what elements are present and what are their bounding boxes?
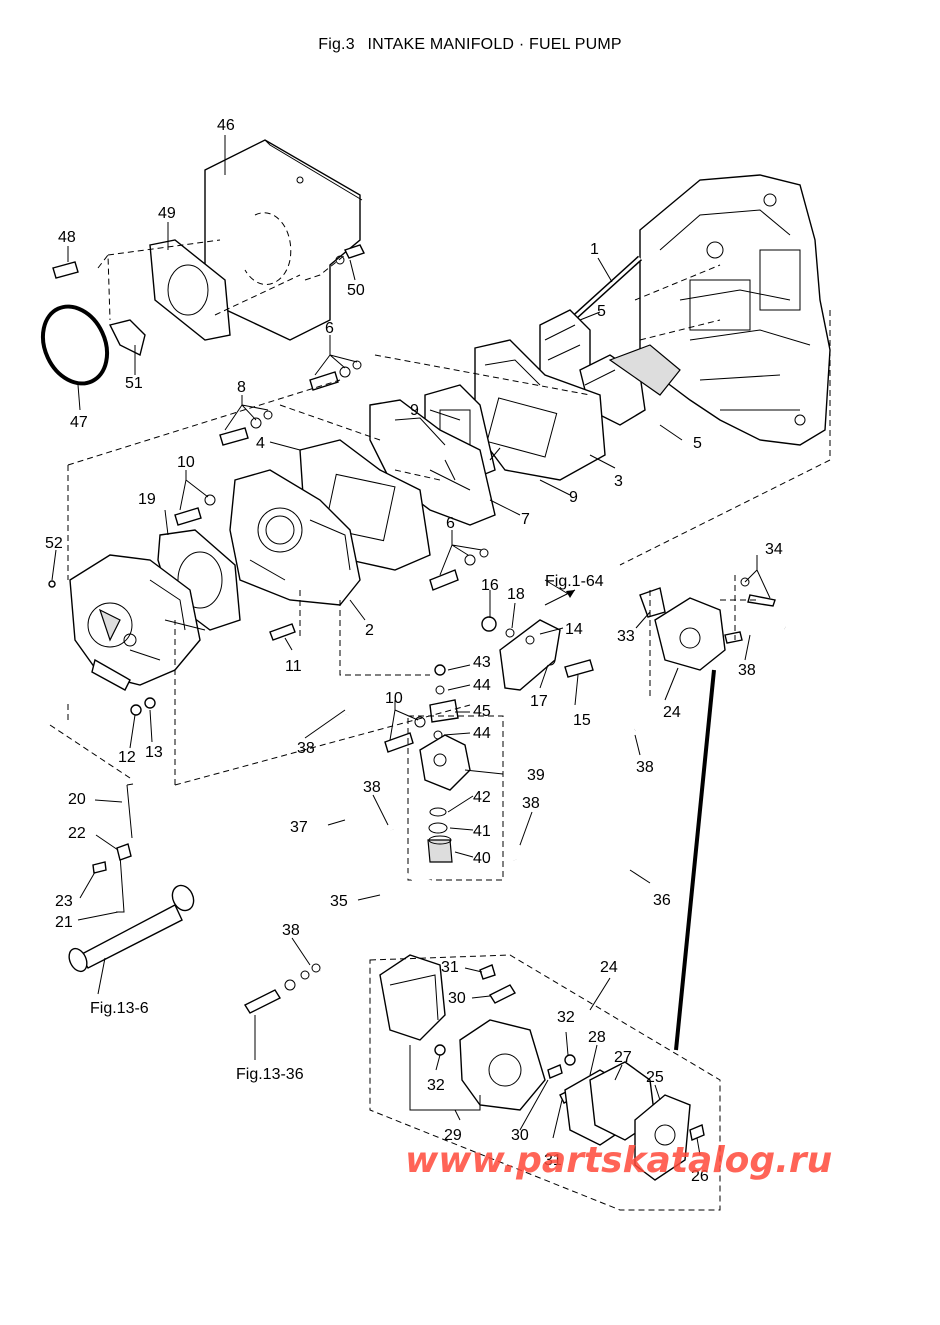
reference-fig-13-36: Fig.13-36 bbox=[236, 1066, 304, 1083]
callout-38-filter-in: 38 bbox=[363, 779, 381, 796]
callout-45: 45 bbox=[473, 703, 491, 720]
callout-41: 41 bbox=[473, 823, 491, 840]
callout-24-upper: 24 bbox=[663, 704, 681, 721]
fuel-filter-assembly bbox=[419, 734, 471, 863]
watermark: www.partskatalog.ru bbox=[405, 1140, 832, 1181]
callout-21: 21 bbox=[55, 914, 73, 931]
callout-33: 33 bbox=[617, 628, 635, 645]
callout-20: 20 bbox=[68, 791, 86, 808]
callout-44-upper: 44 bbox=[473, 677, 491, 694]
callout-46: 46 bbox=[217, 117, 235, 134]
callout-14: 14 bbox=[565, 621, 583, 638]
callout-32-right: 32 bbox=[557, 1009, 575, 1026]
callout-8: 8 bbox=[237, 379, 246, 396]
callout-17: 17 bbox=[530, 693, 548, 710]
callout-43: 43 bbox=[473, 654, 491, 671]
callout-39: 39 bbox=[527, 767, 545, 784]
callout-48: 48 bbox=[58, 229, 76, 246]
figure-name: INTAKE MANIFOLD · FUEL PUMP bbox=[367, 36, 622, 53]
callout-26: 26 bbox=[691, 1168, 709, 1185]
callout-12: 12 bbox=[118, 749, 136, 766]
callout-36: 36 bbox=[653, 892, 671, 909]
intake-filter-ring bbox=[40, 304, 110, 386]
callout-24-lower: 24 bbox=[600, 959, 618, 976]
callout-10-lower: 10 bbox=[385, 690, 403, 707]
choke-linkage bbox=[68, 783, 195, 973]
callout-50: 50 bbox=[347, 282, 365, 299]
callout-38-filter-out: 38 bbox=[522, 795, 540, 812]
callout-7: 7 bbox=[521, 511, 530, 528]
intake-silencer-cover bbox=[204, 139, 363, 341]
callout-6-lower: 6 bbox=[446, 515, 455, 532]
reference-fig-13-6: Fig.13-6 bbox=[90, 1000, 149, 1017]
callout-38-left: 38 bbox=[297, 740, 315, 757]
callout-37: 37 bbox=[290, 819, 308, 836]
callout-44-lower: 44 bbox=[473, 725, 491, 742]
engine-block bbox=[639, 174, 831, 446]
fuel-pump-installed bbox=[639, 587, 743, 671]
callout-38-connector: 38 bbox=[282, 922, 300, 939]
callout-13: 13 bbox=[145, 744, 163, 761]
callout-51: 51 bbox=[125, 375, 143, 392]
callout-16: 16 bbox=[481, 577, 499, 594]
callout-23: 23 bbox=[55, 893, 73, 910]
callout-29: 29 bbox=[444, 1127, 462, 1144]
leader-lines bbox=[49, 239, 831, 786]
intake-manifold bbox=[229, 469, 361, 606]
callout-28: 28 bbox=[588, 1029, 606, 1046]
callout-5-upper: 5 bbox=[597, 303, 606, 320]
callout-47: 47 bbox=[70, 414, 88, 431]
figure-number: Fig.3 bbox=[318, 36, 355, 53]
pump-kit-outline bbox=[369, 954, 721, 1211]
carburetor bbox=[69, 554, 206, 691]
callout-leaders bbox=[51, 135, 771, 1156]
callout-27: 27 bbox=[614, 1049, 632, 1066]
callout-32-left: 32 bbox=[427, 1077, 445, 1094]
retaining-clip bbox=[108, 319, 146, 357]
callout-38-pump: 38 bbox=[738, 662, 756, 679]
callout-30-lower: 30 bbox=[511, 1127, 529, 1144]
callout-11: 11 bbox=[285, 658, 302, 675]
callout-52: 52 bbox=[45, 535, 63, 552]
callout-30-upper: 30 bbox=[448, 990, 466, 1007]
callout-5-lower: 5 bbox=[693, 435, 702, 452]
fuel-connector bbox=[243, 963, 321, 1014]
diagram-title: Fig.3 INTAKE MANIFOLD · FUEL PUMP bbox=[0, 36, 940, 54]
callout-25: 25 bbox=[646, 1069, 664, 1086]
reference-fig-1-64: Fig.1-64 bbox=[545, 573, 604, 590]
callout-31-upper: 31 bbox=[441, 959, 459, 976]
callout-2: 2 bbox=[365, 622, 374, 639]
callout-38-right-pump: 38 bbox=[636, 759, 654, 776]
callout-15: 15 bbox=[573, 712, 591, 729]
callout-18: 18 bbox=[507, 586, 525, 603]
callout-4: 4 bbox=[256, 435, 265, 452]
pump-bracket bbox=[499, 619, 561, 691]
callout-10-upper: 10 bbox=[177, 454, 195, 471]
callout-3: 3 bbox=[614, 473, 623, 490]
callout-6-upper: 6 bbox=[325, 320, 334, 337]
silencer-plate bbox=[149, 239, 231, 341]
reference-arrow bbox=[544, 589, 576, 606]
fuel-pump-exploded bbox=[379, 954, 705, 1181]
callout-labels: 46 49 48 1 50 5 6 51 8 9 47 4 5 10 3 19 … bbox=[45, 117, 783, 1185]
callout-22: 22 bbox=[68, 825, 86, 842]
callout-1: 1 bbox=[590, 241, 599, 258]
fuel-hoses bbox=[319, 625, 807, 1051]
callout-34: 34 bbox=[765, 541, 783, 558]
callout-35: 35 bbox=[330, 893, 348, 910]
callout-19: 19 bbox=[138, 491, 156, 508]
intake-plate bbox=[369, 399, 496, 526]
callout-9-lower: 9 bbox=[569, 489, 578, 506]
callout-40: 40 bbox=[473, 850, 491, 867]
callout-42: 42 bbox=[473, 789, 491, 806]
callout-31-lower: 31 bbox=[544, 1152, 562, 1169]
callout-9-upper: 9 bbox=[410, 402, 419, 419]
callout-49: 49 bbox=[158, 205, 176, 222]
